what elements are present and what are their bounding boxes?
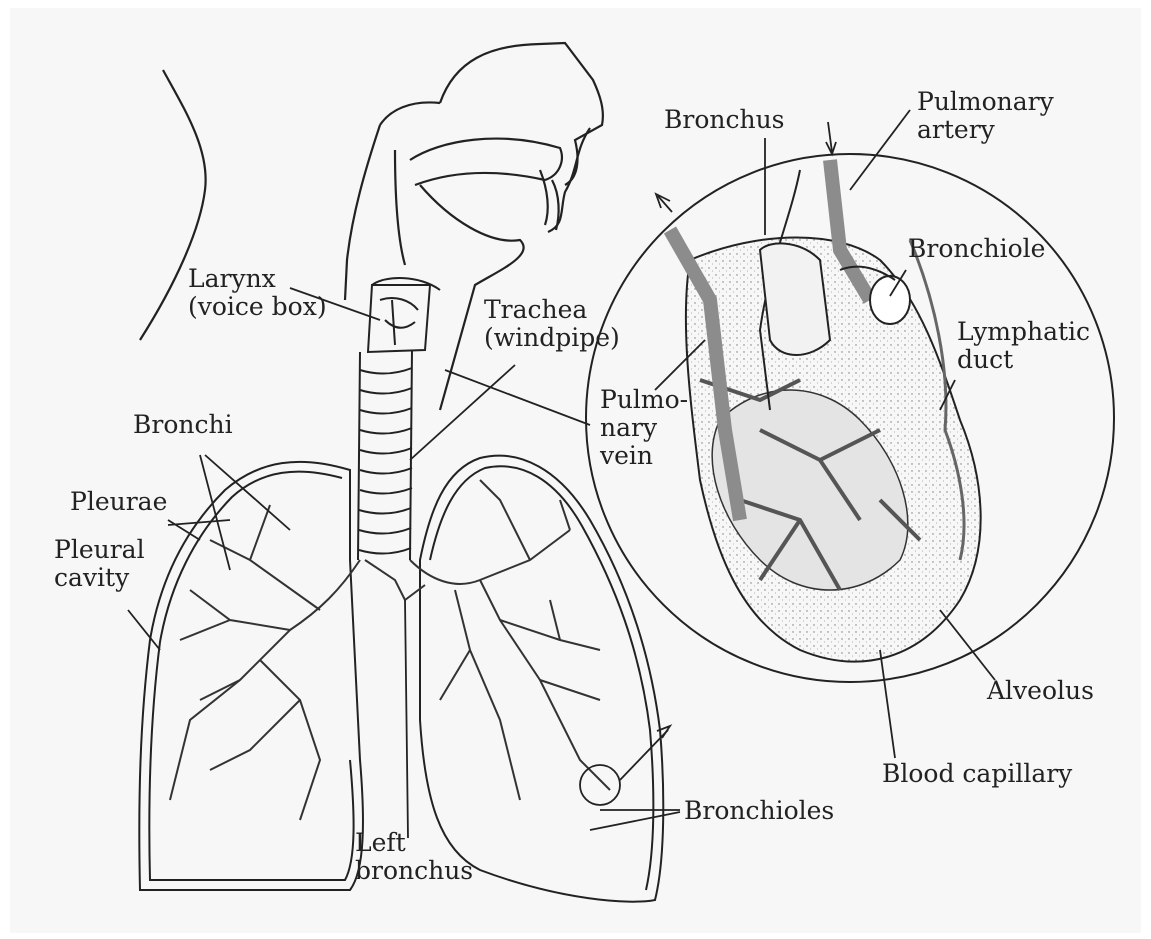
label-left-bronchus-line1: Left xyxy=(355,829,473,857)
right-lung xyxy=(139,462,363,890)
label-lymphatic-duct-line2: duct xyxy=(957,346,1090,374)
label-pleural-cavity-line2: cavity xyxy=(54,564,145,592)
head-outline xyxy=(140,43,603,410)
label-pulmonary-artery-line1: Pulmonary xyxy=(917,88,1054,116)
larynx xyxy=(368,278,440,352)
label-left-bronchus-line2: bronchus xyxy=(355,857,473,885)
label-lymphatic-duct: Lymphatic duct xyxy=(957,318,1090,374)
label-larynx-line2: (voice box) xyxy=(188,293,327,321)
label-trachea: Trachea (windpipe) xyxy=(484,296,620,352)
label-pleural-cavity-line1: Pleural xyxy=(54,536,145,564)
label-pleural-cavity: Pleural cavity xyxy=(54,536,145,592)
label-pulmonary-vein: Pulmo- nary vein xyxy=(600,386,688,470)
label-pulmonary-vein-line3: vein xyxy=(600,442,688,470)
label-larynx-line1: Larynx xyxy=(188,265,327,293)
label-trachea-line2: (windpipe) xyxy=(484,324,620,352)
label-bronchus: Bronchus xyxy=(664,106,785,134)
label-bronchiole: Bronchiole xyxy=(908,235,1045,263)
label-lymphatic-duct-line1: Lymphatic xyxy=(957,318,1090,346)
label-trachea-line1: Trachea xyxy=(484,296,620,324)
label-larynx: Larynx (voice box) xyxy=(188,265,327,321)
label-left-bronchus: Left bronchus xyxy=(355,829,473,885)
label-bronchioles: Bronchioles xyxy=(684,797,834,825)
label-pulmonary-artery: Pulmonary artery xyxy=(917,88,1054,144)
label-pleurae: Pleurae xyxy=(70,488,167,516)
label-bronchi: Bronchi xyxy=(133,411,233,439)
label-pulmonary-vein-line1: Pulmo- xyxy=(600,386,688,414)
bronchial-tree xyxy=(170,480,610,820)
label-blood-capillary: Blood capillary xyxy=(882,760,1072,788)
trachea xyxy=(358,350,412,560)
label-alveolus: Alveolus xyxy=(987,677,1094,705)
label-pulmonary-vein-line2: nary xyxy=(600,414,688,442)
label-pulmonary-artery-line2: artery xyxy=(917,116,1054,144)
